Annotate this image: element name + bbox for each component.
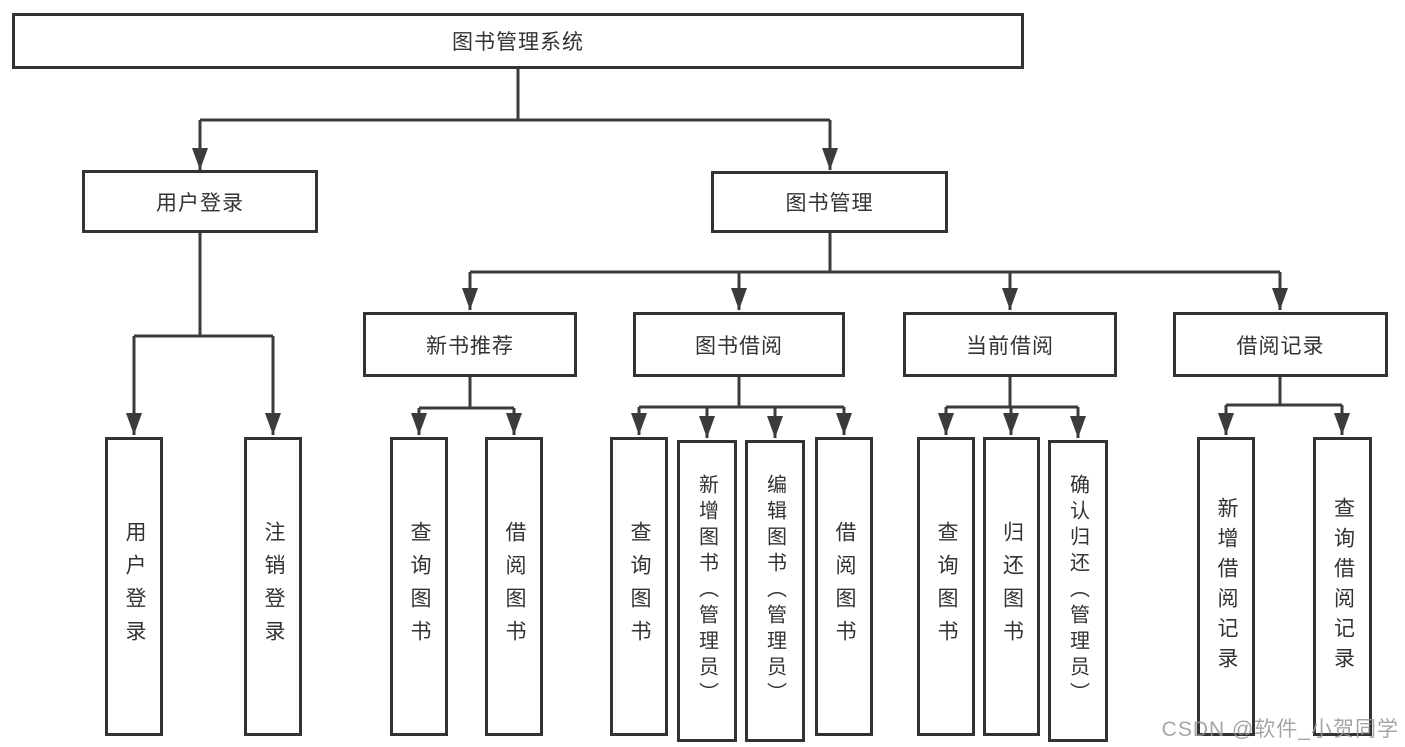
node-user-login-label: 用户登录 (156, 191, 244, 215)
node-book-management-label: 图书管理 (785, 192, 874, 215)
leaf-query-borrow-record: 查询借阅记录 (1313, 437, 1372, 736)
leaf-borrow-books-borrow: 借阅图书 (815, 437, 873, 736)
node-user-login: 用户登录 (82, 170, 318, 233)
leaf-confirm-return-admin: 确认归还（管理员） (1048, 440, 1108, 742)
leaf-edit-books-admin-label: 编辑图书（管理员） (763, 474, 786, 708)
leaf-borrow-books-borrow-label: 借阅图书 (833, 520, 856, 653)
node-new-book-recommend-label: 新书推荐 (426, 334, 514, 358)
leaf-add-borrow-record-label: 新增借阅记录 (1215, 496, 1238, 677)
leaf-edit-books-admin: 编辑图书（管理员） (745, 440, 805, 742)
csdn-watermark: CSDN @软件_小贺同学 (1161, 718, 1399, 741)
leaf-borrow-books-newbook: 借阅图书 (485, 437, 543, 736)
node-new-book-recommend: 新书推荐 (363, 312, 577, 377)
node-root-library-system: 图书管理系统 (12, 13, 1024, 69)
leaf-return-books-label: 归还图书 (1000, 520, 1024, 653)
node-current-borrow: 当前借阅 (903, 312, 1117, 377)
leaf-query-books-current-label: 查询图书 (935, 520, 958, 653)
node-current-borrow-label: 当前借阅 (966, 334, 1054, 358)
leaf-logout-login: 注销登录 (244, 437, 302, 736)
node-borrow-record-label: 借阅记录 (1236, 334, 1325, 358)
leaf-query-books-newbook-label: 查询图书 (408, 520, 431, 653)
leaf-confirm-return-admin-label: 确认归还（管理员） (1066, 474, 1089, 708)
leaf-query-books-newbook: 查询图书 (390, 437, 448, 736)
node-book-borrow-label: 图书借阅 (695, 334, 783, 358)
node-root-label: 图书管理系统 (452, 31, 584, 54)
node-borrow-record: 借阅记录 (1173, 312, 1388, 377)
leaf-add-borrow-record: 新增借阅记录 (1197, 437, 1255, 736)
node-book-management: 图书管理 (711, 171, 948, 233)
leaf-user-login: 用户登录 (105, 437, 163, 736)
leaf-query-books-current: 查询图书 (917, 437, 975, 736)
node-book-borrow: 图书借阅 (633, 312, 845, 377)
leaf-logout-login-label: 注销登录 (262, 520, 285, 653)
leaf-query-books-borrow: 查询图书 (610, 437, 668, 736)
leaf-query-borrow-record-label: 查询借阅记录 (1331, 496, 1355, 677)
leaf-user-login-label: 用户登录 (123, 520, 146, 653)
leaf-borrow-books-newbook-label: 借阅图书 (503, 520, 526, 653)
leaf-query-books-borrow-label: 查询图书 (628, 520, 651, 653)
leaf-add-books-admin-label: 新增图书（管理员） (695, 474, 718, 708)
leaf-add-books-admin: 新增图书（管理员） (677, 440, 737, 742)
leaf-return-books: 归还图书 (983, 437, 1040, 736)
